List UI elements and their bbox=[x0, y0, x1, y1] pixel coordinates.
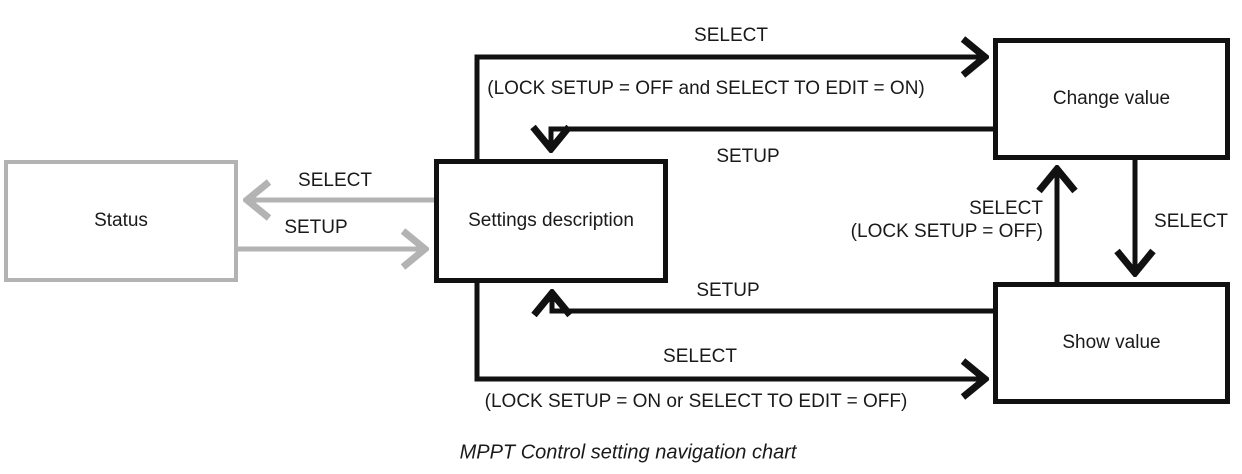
arrow-settings-to-change bbox=[474, 57, 984, 162]
label-select-lock-off-line1: SELECT bbox=[969, 198, 1043, 219]
status-box-label: Status bbox=[94, 210, 148, 231]
arrow-show-to-settings bbox=[552, 294, 996, 311]
label-setup-from-change: SETUP bbox=[716, 146, 780, 167]
label-condition-top: (LOCK SETUP = OFF and SELECT TO EDIT = O… bbox=[487, 78, 925, 99]
label-select-lock-off: SELECT (LOCK SETUP = OFF) bbox=[851, 197, 1043, 243]
change-value-box: Change value bbox=[993, 38, 1230, 160]
diagram-caption: MPPT Control setting navigation chart bbox=[459, 441, 797, 464]
label-select-bottom: SELECT bbox=[663, 346, 737, 367]
label-setup-from-show: SETUP bbox=[696, 280, 760, 301]
label-select-top: SELECT bbox=[694, 25, 768, 46]
label-select-down: SELECT bbox=[1154, 211, 1228, 232]
label-condition-bottom: (LOCK SETUP = ON or SELECT TO EDIT = OFF… bbox=[484, 391, 908, 412]
arrow-change-to-settings bbox=[551, 129, 996, 148]
label-select-to-status: SELECT bbox=[298, 170, 372, 191]
show-value-box: Show value bbox=[993, 282, 1230, 404]
change-value-box-label: Change value bbox=[1052, 88, 1171, 109]
label-setup-to-settings: SETUP bbox=[284, 217, 348, 238]
label-select-lock-off-line2: (LOCK SETUP = OFF) bbox=[850, 221, 1043, 242]
show-value-box-label: Show value bbox=[1062, 332, 1161, 353]
settings-description-box: Settings description bbox=[434, 159, 668, 283]
status-box: Status bbox=[4, 160, 238, 282]
settings-description-box-label: Settings description bbox=[468, 210, 634, 231]
arrow-settings-to-show bbox=[474, 281, 984, 379]
